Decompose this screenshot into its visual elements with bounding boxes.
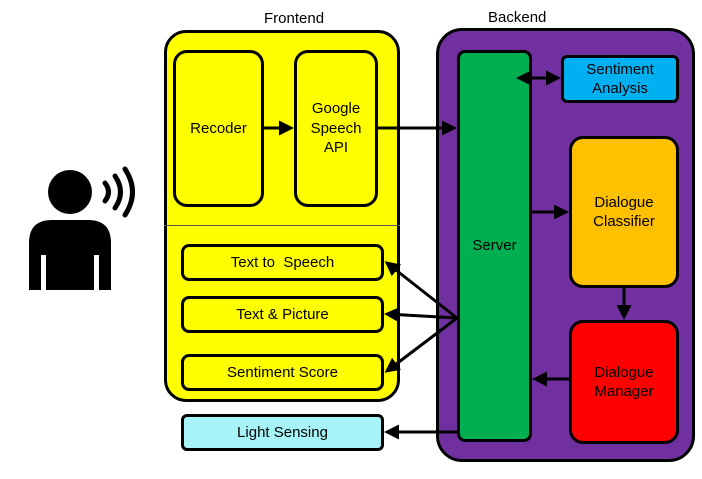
light-sensing-label: Light Sensing: [237, 423, 328, 441]
recoder-label: Recoder: [190, 119, 247, 137]
arrow-server-to-sentiment-score: [384, 316, 458, 373]
sentiment-analysis-label: Sentiment Analysis: [586, 60, 654, 98]
server-box: Server: [457, 50, 532, 442]
google-speech-api-box: Google Speech API: [294, 50, 378, 207]
text-to-speech-label: Text to Speech: [230, 253, 335, 271]
sentiment-analysis-box: Sentiment Analysis: [561, 55, 679, 103]
google-speech-api-label: Google Speech API: [310, 100, 362, 157]
light-sensing-box: Light Sensing: [181, 414, 384, 451]
dialogue-classifier-label: Dialogue Classifier: [593, 193, 655, 231]
dialogue-manager-label: Dialogue Manager: [594, 363, 654, 401]
frontend-divider: [164, 225, 400, 226]
frontend-title: Frontend: [264, 10, 325, 27]
sentiment-score-box: Sentiment Score: [181, 354, 384, 391]
user-speaking-icon: [25, 165, 145, 290]
dialogue-manager-box: Dialogue Manager: [569, 320, 679, 444]
text-and-picture-label: Text & Picture: [236, 305, 329, 323]
dialogue-classifier-box: Dialogue Classifier: [569, 136, 679, 288]
arrow-server-to-tts: [384, 261, 458, 320]
sentiment-score-label: Sentiment Score: [227, 363, 338, 381]
recoder-box: Recoder: [173, 50, 264, 207]
text-and-picture-box: Text & Picture: [181, 296, 384, 333]
backend-title: Backend: [488, 9, 547, 26]
text-to-speech-box: Text to Speech: [181, 244, 384, 281]
arrow-server-to-text-picture: [384, 307, 458, 323]
server-label: Server: [472, 237, 517, 255]
